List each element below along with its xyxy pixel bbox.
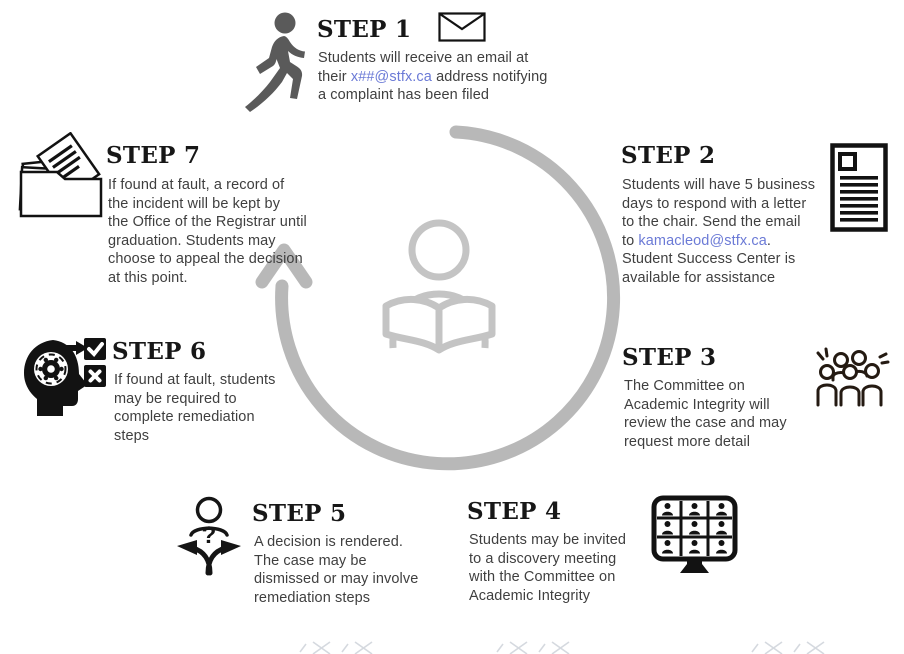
crop-marks	[496, 641, 570, 654]
step2-text-after: . Student Success Center is available fo…	[622, 232, 796, 286]
running-person-icon	[245, 12, 305, 112]
folder-documents-icon	[18, 132, 103, 218]
crop-marks	[299, 641, 373, 654]
head-gear-checklist-icon	[24, 338, 106, 416]
step1-text-after: address notifying a complaint has been f…	[318, 68, 548, 104]
step6-title: STEP 6	[112, 338, 207, 365]
step1-title: STEP 1	[317, 16, 412, 43]
step7-description: If found at fault, a record of the incid…	[108, 176, 332, 288]
step4-text: Students may be invited to a discovery m…	[469, 532, 627, 604]
group-people-icon	[816, 347, 890, 407]
step5-description: A decision is rendered. The case may be …	[254, 533, 454, 607]
step1-email-link[interactable]: x##@stfx.ca	[350, 68, 432, 85]
step1-text-before: Students will receive an email at their	[318, 50, 529, 85]
step7-title: STEP 7	[106, 142, 201, 169]
person-reading-book-icon	[382, 219, 496, 354]
step4-description: Students may be invited to a discovery m…	[469, 531, 674, 605]
step6-description: If found at fault, students may be requi…	[114, 371, 310, 445]
step5-title: STEP 5	[252, 500, 347, 527]
decision-person-icon: ?	[177, 496, 241, 576]
letter-document-icon	[830, 143, 888, 232]
step2-description: Students will have 5 business days to re…	[622, 176, 840, 288]
step3-text: The Committee on Academic Integrity will…	[624, 378, 787, 450]
step5-text: A decision is rendered. The case may be …	[254, 534, 419, 606]
step3-description: The Committee on Academic Integrity will…	[624, 377, 809, 451]
envelope-icon	[438, 12, 486, 42]
step7-text: If found at fault, a record of the incid…	[108, 177, 307, 286]
crop-marks	[751, 641, 825, 654]
step2-title: STEP 2	[621, 142, 716, 169]
step2-email-link[interactable]: kamacleod@stfx.ca	[638, 232, 767, 249]
step4-title: STEP 4	[467, 498, 562, 525]
process-cycle-graphic	[255, 125, 621, 471]
step3-title: STEP 3	[622, 344, 717, 371]
step6-text: If found at fault, students may be requi…	[114, 372, 276, 444]
question-mark-glyph: ?	[202, 522, 217, 549]
circular-arrow-icon	[255, 125, 621, 471]
video-meeting-monitor-icon	[651, 495, 738, 573]
step1-description: Students will receive an email at their …	[318, 49, 570, 105]
step2-text-before: Students will have 5 business days to re…	[622, 177, 816, 249]
meeting-participants	[662, 503, 727, 554]
